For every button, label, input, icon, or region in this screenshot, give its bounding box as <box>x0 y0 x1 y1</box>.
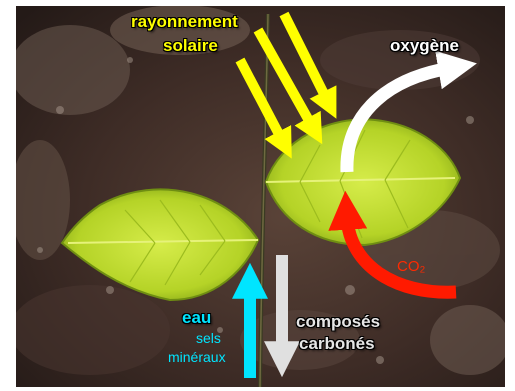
water-label: eau <box>182 308 211 328</box>
sun-label-line2: solaire <box>163 36 218 56</box>
sun-label-line1: rayonnement <box>131 12 238 32</box>
minerals-label-line2: minéraux <box>168 349 226 365</box>
co2-label: CO₂ <box>397 258 425 275</box>
carbon-label-line2: carbonés <box>299 334 375 354</box>
minerals-label-line1: sels <box>196 330 221 346</box>
carbon-label-line1: composés <box>296 312 380 332</box>
oxygen-label: oxygène <box>390 36 459 56</box>
